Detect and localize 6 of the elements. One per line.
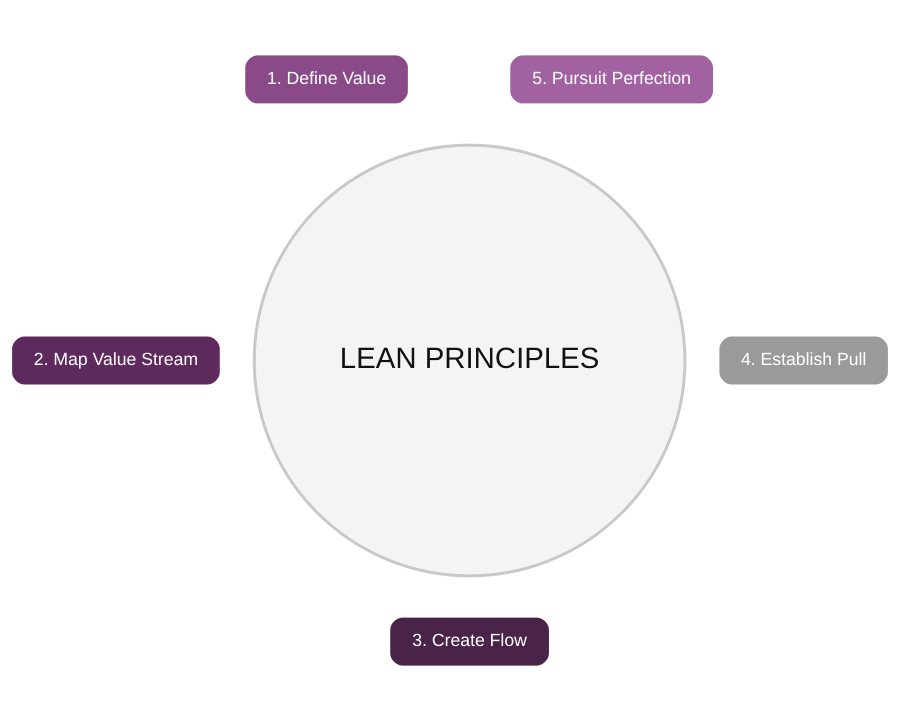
node-box: 1. Define Value	[245, 55, 408, 104]
node-box: 2. Map Value Stream	[12, 336, 220, 384]
node-box: 4. Establish Pull	[719, 336, 888, 384]
node-circle: LEAN PRINCIPLES	[252, 144, 686, 578]
node-box: 3. Create Flow	[390, 618, 549, 666]
node-box: 5. Pursuit Perfection	[510, 55, 714, 104]
